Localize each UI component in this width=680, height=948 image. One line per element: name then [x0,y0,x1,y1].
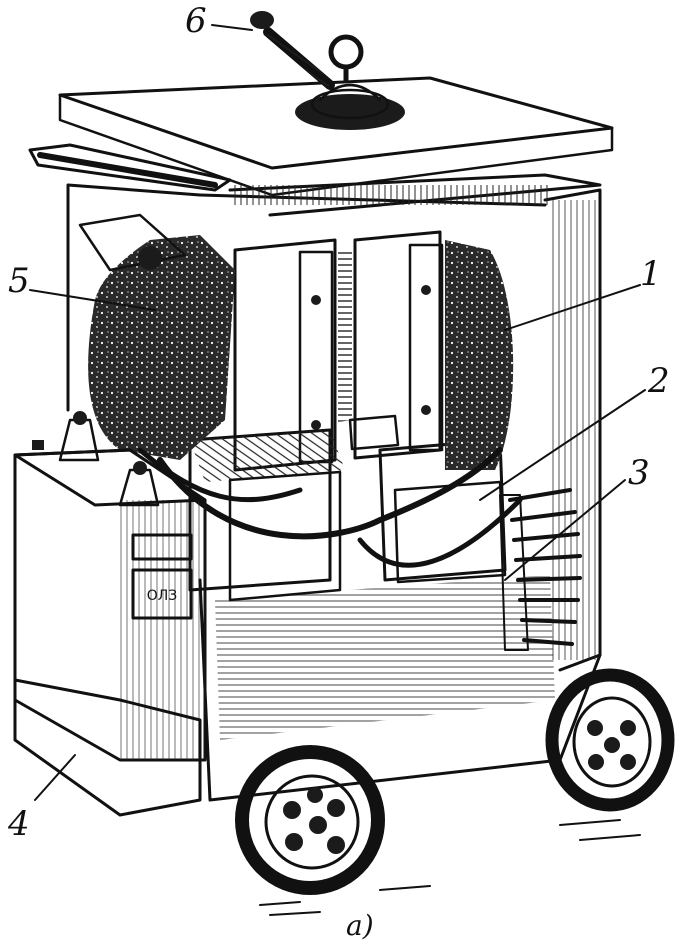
transformer-coils [188,414,507,602]
wheel-front [235,745,385,895]
callout-labels: 1 2 3 4 5 6 [7,1,670,844]
callout-6: 6 [185,1,207,41]
cabinet-body [66,183,602,802]
callout-1: 1 [640,254,662,294]
current-regulator-handle [250,11,405,130]
callout-2: 2 [647,361,670,401]
callout-leaders [29,24,646,801]
callout-4: 4 [7,804,30,844]
wheel-rear [545,668,675,812]
callout-5: 5 [8,261,30,301]
panel-label: ОЛЗ [147,588,178,604]
cooling-fins [499,488,582,651]
insulation-mass [88,235,523,568]
terminal-box: ОЛЗ [13,411,207,817]
ground-shading [259,819,641,916]
figure-caption: а) [346,909,374,942]
cabinet-lid [28,76,614,217]
callout-3: 3 [628,453,650,493]
switch-block [78,213,187,272]
